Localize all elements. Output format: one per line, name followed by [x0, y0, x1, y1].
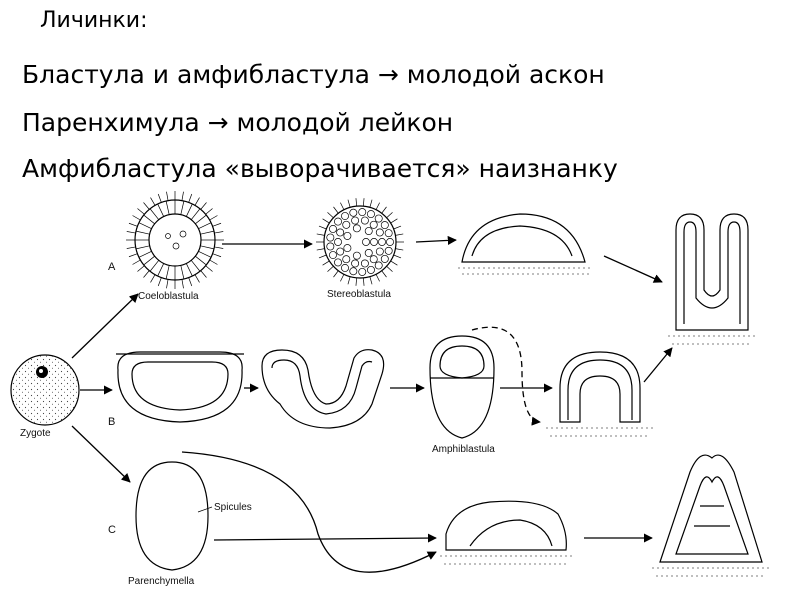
label-parenchymella: Parenchymella	[128, 576, 195, 587]
label-coeloblastula: Coeloblastula	[138, 291, 199, 302]
slide-line-2: Паренхимула → молодой лейкон	[22, 108, 454, 137]
label-amphiblastula: Amphiblastula	[432, 444, 495, 455]
blastula-inversion-stage-1	[116, 351, 244, 423]
label-stereoblastula: Stereoblastula	[327, 289, 391, 300]
row-label-a: A	[108, 261, 116, 273]
parenchymella-figure	[135, 461, 209, 571]
slide-line-1: Бластула и амфибластула → молодой аскон	[22, 60, 605, 89]
blastula-inversion-stage-2	[261, 349, 385, 429]
slide-heading: Личинки:	[40, 8, 148, 33]
young-ascon-upper	[668, 213, 756, 345]
row-label-b: B	[108, 416, 115, 428]
slide-line-3: Амфибластула «выворачивается» наизнанку	[22, 154, 618, 183]
young-leucon-figure	[652, 454, 770, 577]
spicules-pointer	[197, 506, 213, 513]
sponge-larvae-diagram: A B C Zygote Coeloblastula Stereoblastul…	[10, 191, 770, 587]
coeloblastula-figure	[126, 191, 224, 289]
settled-larva-a	[458, 213, 592, 275]
settled-larva-b	[546, 351, 654, 437]
row-label-c: C	[108, 524, 116, 536]
stereoblastula-figure	[316, 198, 404, 286]
diagram-arrows	[71, 235, 673, 573]
settled-larva-c	[440, 500, 572, 565]
label-spicules: Spicules	[214, 502, 252, 513]
zygote-figure	[10, 354, 80, 426]
amphiblastula-figure	[429, 335, 495, 439]
label-zygote: Zygote	[20, 428, 51, 439]
